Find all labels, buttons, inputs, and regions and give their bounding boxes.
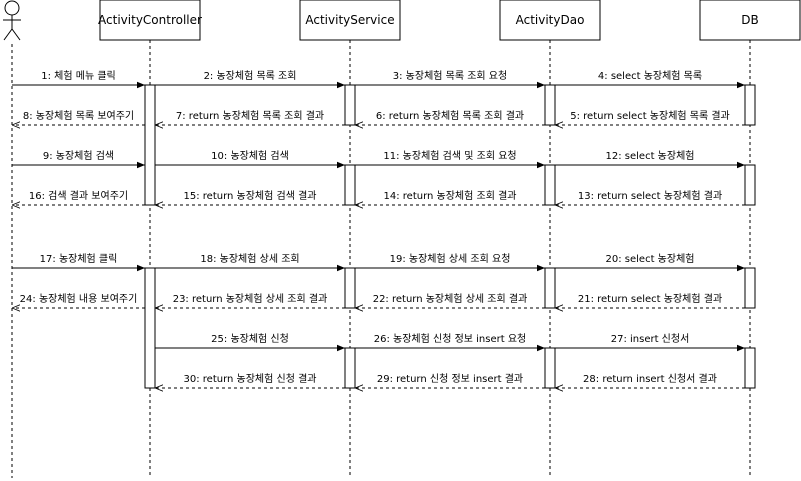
dao-participant-label: ActivityDao [516,13,585,27]
service-activation-bar [344,164,356,206]
message-4-label: 4: select 농장체험 목록 [598,70,702,82]
message-14-label: 14: return 농장체험 조회 결과 [384,190,517,202]
message-6-label: 6: return 농장체험 목록 조회 결과 [376,110,524,122]
message-24-label: 24: 농장체험 내용 보여주기 [20,293,138,305]
db-participant-label: DB [741,13,758,27]
actor-figure [3,0,21,41]
message-8-label: 8: 농장체험 목록 보여주기 [23,110,134,122]
message-9-label: 9: 농장체험 검색 [43,150,114,162]
dao-activation-bar [544,84,556,126]
controller-activation-bar [144,84,156,206]
message-1-label: 1: 체험 메뉴 클릭 [41,70,115,82]
db-activation-bar [744,347,756,389]
message-20-label: 20: select 농장체험 [606,253,695,265]
service-activation-bar [344,267,356,309]
controller-participant-label: ActivityController [98,13,202,27]
message-26-label: 26: 농장체험 신청 정보 insert 요청 [374,333,527,345]
controller-participant-box: ActivityController [98,0,202,41]
message-22-label: 22: return 농장체험 상세 조회 결과 [373,293,528,305]
message-25-label: 25: 농장체험 신청 [211,333,289,345]
message-29-label: 29: return 신청 정보 insert 결과 [377,373,523,385]
message-27-label: 27: insert 신청서 [611,333,690,345]
service-participant-label: ActivityService [305,13,394,27]
db-activation-bar [744,84,756,126]
message-23-label: 23: return 농장체험 상세 조회 결과 [173,293,328,305]
message-2-label: 2: 농장체험 목록 조회 [204,70,297,82]
dao-participant-box: ActivityDao [499,0,601,41]
message-30-label: 30: return 농장체험 신청 결과 [184,373,317,385]
controller-activation-bar [144,267,156,389]
message-13-label: 13: return select 농장체험 결과 [578,190,722,202]
message-17-label: 17: 농장체험 클릭 [40,253,118,265]
message-5-label: 5: return select 농장체험 목록 결과 [570,110,730,122]
message-19-label: 19: 농장체험 상세 조회 요청 [390,253,511,265]
message-12-label: 12: select 농장체험 [606,150,695,162]
message-18-label: 18: 농장체험 상세 조회 [200,253,299,265]
message-28-label: 28: return insert 신청서 결과 [583,373,717,385]
db-activation-bar [744,164,756,206]
db-activation-bar [744,267,756,309]
message-3-label: 3: 농장체험 목록 조회 요청 [393,70,507,82]
dao-activation-bar [544,347,556,389]
service-activation-bar [344,84,356,126]
message-7-label: 7: return 농장체험 목록 조회 결과 [176,110,324,122]
service-participant-box: ActivityService [299,0,401,41]
message-16-label: 16: 검색 결과 보여주기 [29,190,128,202]
dao-activation-bar [544,164,556,206]
message-15-label: 15: return 농장체험 검색 결과 [184,190,317,202]
db-participant-box: DB [699,0,801,41]
dao-activation-bar [544,267,556,309]
message-21-label: 21: return select 농장체험 결과 [578,293,722,305]
message-11-label: 11: 농장체험 검색 및 조회 요청 [383,150,516,162]
message-10-label: 10: 농장체험 검색 [211,150,289,162]
service-activation-bar [344,347,356,389]
